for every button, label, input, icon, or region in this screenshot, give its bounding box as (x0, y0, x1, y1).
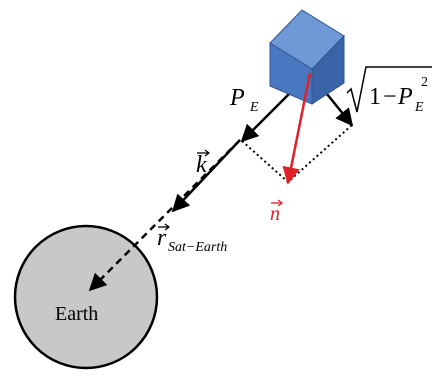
r-sat-earth-label: r Sat−Earth (157, 223, 227, 255)
n-vector-bar-head (277, 199, 283, 207)
pe-label: P E (229, 85, 259, 115)
n-vector-arrow (282, 72, 312, 185)
earth-globe: Earth (13, 224, 159, 370)
pe-label-sub: E (249, 100, 259, 115)
n-label: n (270, 199, 283, 225)
pe-label-base: P (229, 85, 245, 111)
sqrt-p: P (397, 84, 413, 110)
k-label: k (196, 149, 210, 178)
cube-front-face (269, 42, 313, 105)
sqrt-minus: − (383, 84, 397, 110)
n-label-text: n (270, 203, 280, 225)
sqrt-exponent: 2 (421, 75, 428, 90)
sqrt-one: 1 (369, 84, 381, 110)
sqrt-label: 1 − P E 2 (346, 66, 432, 115)
earth-circle (13, 224, 159, 370)
k-vector-arrow (171, 139, 241, 213)
earth-label: Earth (55, 303, 98, 325)
k-label-text: k (196, 152, 207, 178)
satellite-cube (269, 9, 345, 105)
sqrt-sub-e: E (414, 100, 424, 115)
r-vector-bar-head (164, 223, 170, 231)
sqrt-radical-sign (346, 66, 432, 113)
r-label-base: r (157, 225, 167, 251)
r-label-sub: Sat−Earth (168, 240, 227, 255)
k-vector-bar-head (204, 149, 210, 157)
